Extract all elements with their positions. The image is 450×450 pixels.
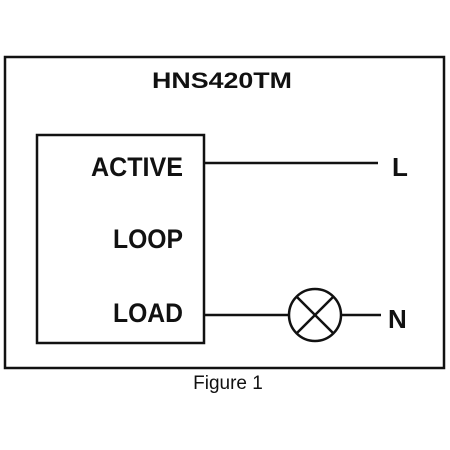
- figure-caption: Figure 1: [193, 373, 263, 394]
- neutral-label: N: [388, 304, 407, 334]
- terminal-loop-label: LOOP: [113, 224, 183, 254]
- device-title: HNS420TM: [152, 68, 292, 93]
- terminal-active-label: ACTIVE: [91, 152, 183, 182]
- terminal-load-label: LOAD: [113, 298, 183, 328]
- outer-frame: [3, 55, 446, 370]
- device-box: [35, 133, 206, 345]
- lamp-icon: [287, 287, 343, 343]
- line-label: L: [392, 152, 408, 182]
